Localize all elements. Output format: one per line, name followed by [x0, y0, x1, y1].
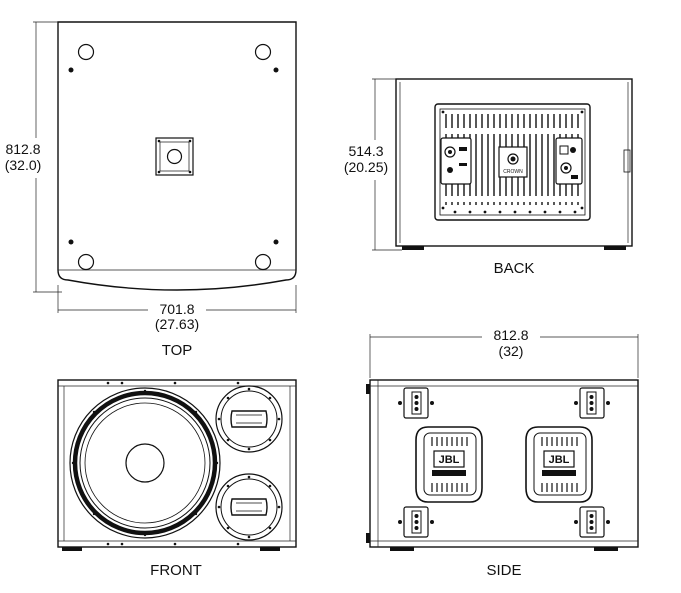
front-view: FRONT: [57, 379, 297, 579]
top-view-label: TOP: [162, 342, 193, 359]
rigging-point-top-left: [398, 387, 434, 419]
port-upper: [215, 385, 283, 453]
plate-screws: [441, 110, 584, 214]
back-height-dimension: [372, 78, 402, 251]
top-width-dimension: [57, 285, 297, 313]
input-panel-left: [440, 137, 472, 185]
top-width-in: (27.63): [155, 316, 199, 332]
top-height-dimension: [33, 21, 62, 293]
plate-logo: CROWN: [503, 169, 523, 175]
power-panel-right: [555, 137, 583, 185]
woofer: [69, 387, 221, 539]
side-depth-mm: 812.8: [493, 327, 528, 343]
rigging-point-bottom-left: [398, 506, 434, 538]
top-view: 812.8 (32.0) 701.8 (27.63) TOP: [5, 21, 297, 359]
rigging-point-bottom-right: [574, 506, 610, 538]
handle-right: JBL: [525, 426, 593, 503]
port-lower: [215, 473, 283, 541]
control-panel-center: CROWN: [498, 146, 528, 178]
front-view-label: FRONT: [150, 562, 202, 579]
back-height-mm: 514.3: [348, 143, 383, 159]
side-depth-in: (32): [499, 343, 524, 359]
rigging-point-top-right: [574, 387, 610, 419]
back-view-label: BACK: [494, 260, 535, 277]
side-depth-dimension: [369, 334, 639, 378]
top-height-in: (32.0): [5, 157, 42, 173]
top-corner-holes: [68, 43, 279, 271]
back-cabinet: [395, 78, 633, 247]
front-cabinet: [57, 379, 297, 548]
top-view-outline: [57, 21, 297, 291]
top-width-mm: 701.8: [159, 301, 194, 317]
top-height-mm: 812.8: [5, 141, 40, 157]
back-view: CROWN 514.3 (20.25) BACK: [344, 78, 633, 277]
side-view-label: SIDE: [486, 562, 521, 579]
woofer-dust-cap: [125, 443, 165, 483]
back-height-in: (20.25): [344, 159, 388, 175]
handle-logo-left: JBL: [439, 454, 460, 466]
side-cabinet: [369, 379, 639, 548]
handle-logo-right: JBL: [549, 454, 570, 466]
handle-left: JBL: [415, 426, 483, 503]
side-view: JBL JBL 812: [366, 327, 639, 579]
